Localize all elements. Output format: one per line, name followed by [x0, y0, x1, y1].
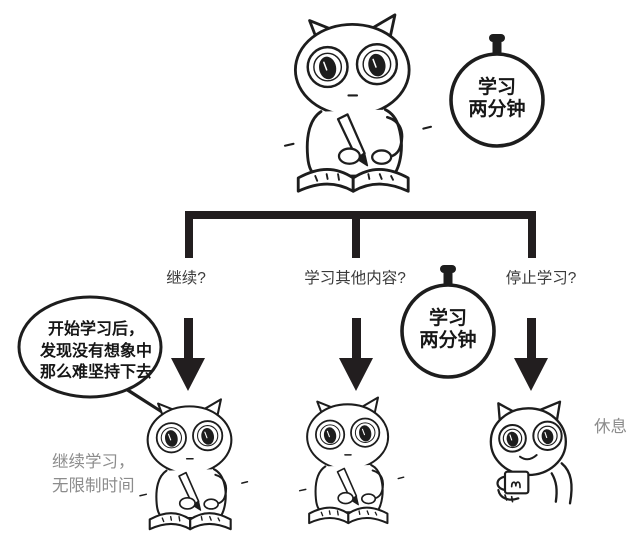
arrow-head — [339, 358, 373, 391]
outcome-label-rest: 休息 — [594, 418, 627, 436]
outcome-label-continue: 继续学习， 无限制时间 — [52, 450, 135, 498]
timer-line-2: 两分钟 — [468, 98, 526, 120]
arrow-shaft — [351, 318, 361, 358]
arrow-head — [171, 358, 205, 391]
tree-stub-right — [528, 211, 536, 258]
timer-label: 学习 两分钟 — [398, 308, 498, 351]
bubble-line-3: 那么难坚持下去 — [39, 364, 152, 381]
bubble-line-1: 开始学习后， — [47, 321, 144, 338]
timer-label: 学习 两分钟 — [447, 77, 547, 120]
resting-cat-icon — [489, 400, 573, 505]
speech-bubble: 开始学习后， 发现没有想象中 那么难坚持下去 — [12, 293, 184, 419]
branch-label-other-content: 学习其他内容? — [304, 270, 406, 287]
arrow-shaft — [183, 318, 193, 358]
arrow-head — [514, 358, 548, 391]
timer-line-1: 学习 — [477, 77, 516, 98]
tree-stub-middle — [352, 211, 360, 258]
speech-bubble-icon — [17, 295, 164, 414]
timer-line-1: 学习 — [428, 308, 467, 329]
bubble-line-2: 发现没有想象中 — [39, 342, 152, 360]
studying-cat-icon — [298, 396, 405, 525]
timer-badge-top: 学习 两分钟 — [447, 32, 547, 148]
arrow-shaft — [526, 318, 536, 358]
studying-cat-icon — [138, 398, 249, 531]
speech-bubble-text: 开始学习后， 发现没有想象中 那么难坚持下去 — [20, 319, 172, 384]
down-arrow-middle — [339, 318, 373, 391]
studying-cat-icon — [283, 13, 433, 193]
down-arrow-right — [514, 318, 548, 391]
branch-label-continue: 继续? — [166, 270, 206, 287]
tree-horizontal-bar — [185, 211, 536, 219]
branch-label-stop: 停止学习? — [505, 270, 577, 287]
timer-line-2: 两分钟 — [419, 329, 477, 351]
timer-badge-middle: 学习 两分钟 — [398, 263, 498, 379]
outcome-continue-line-2: 无限制时间 — [52, 477, 135, 495]
outcome-continue-line-1: 继续学习， — [52, 453, 135, 471]
tree-stub-left — [185, 211, 193, 258]
down-arrow-left — [171, 318, 205, 391]
